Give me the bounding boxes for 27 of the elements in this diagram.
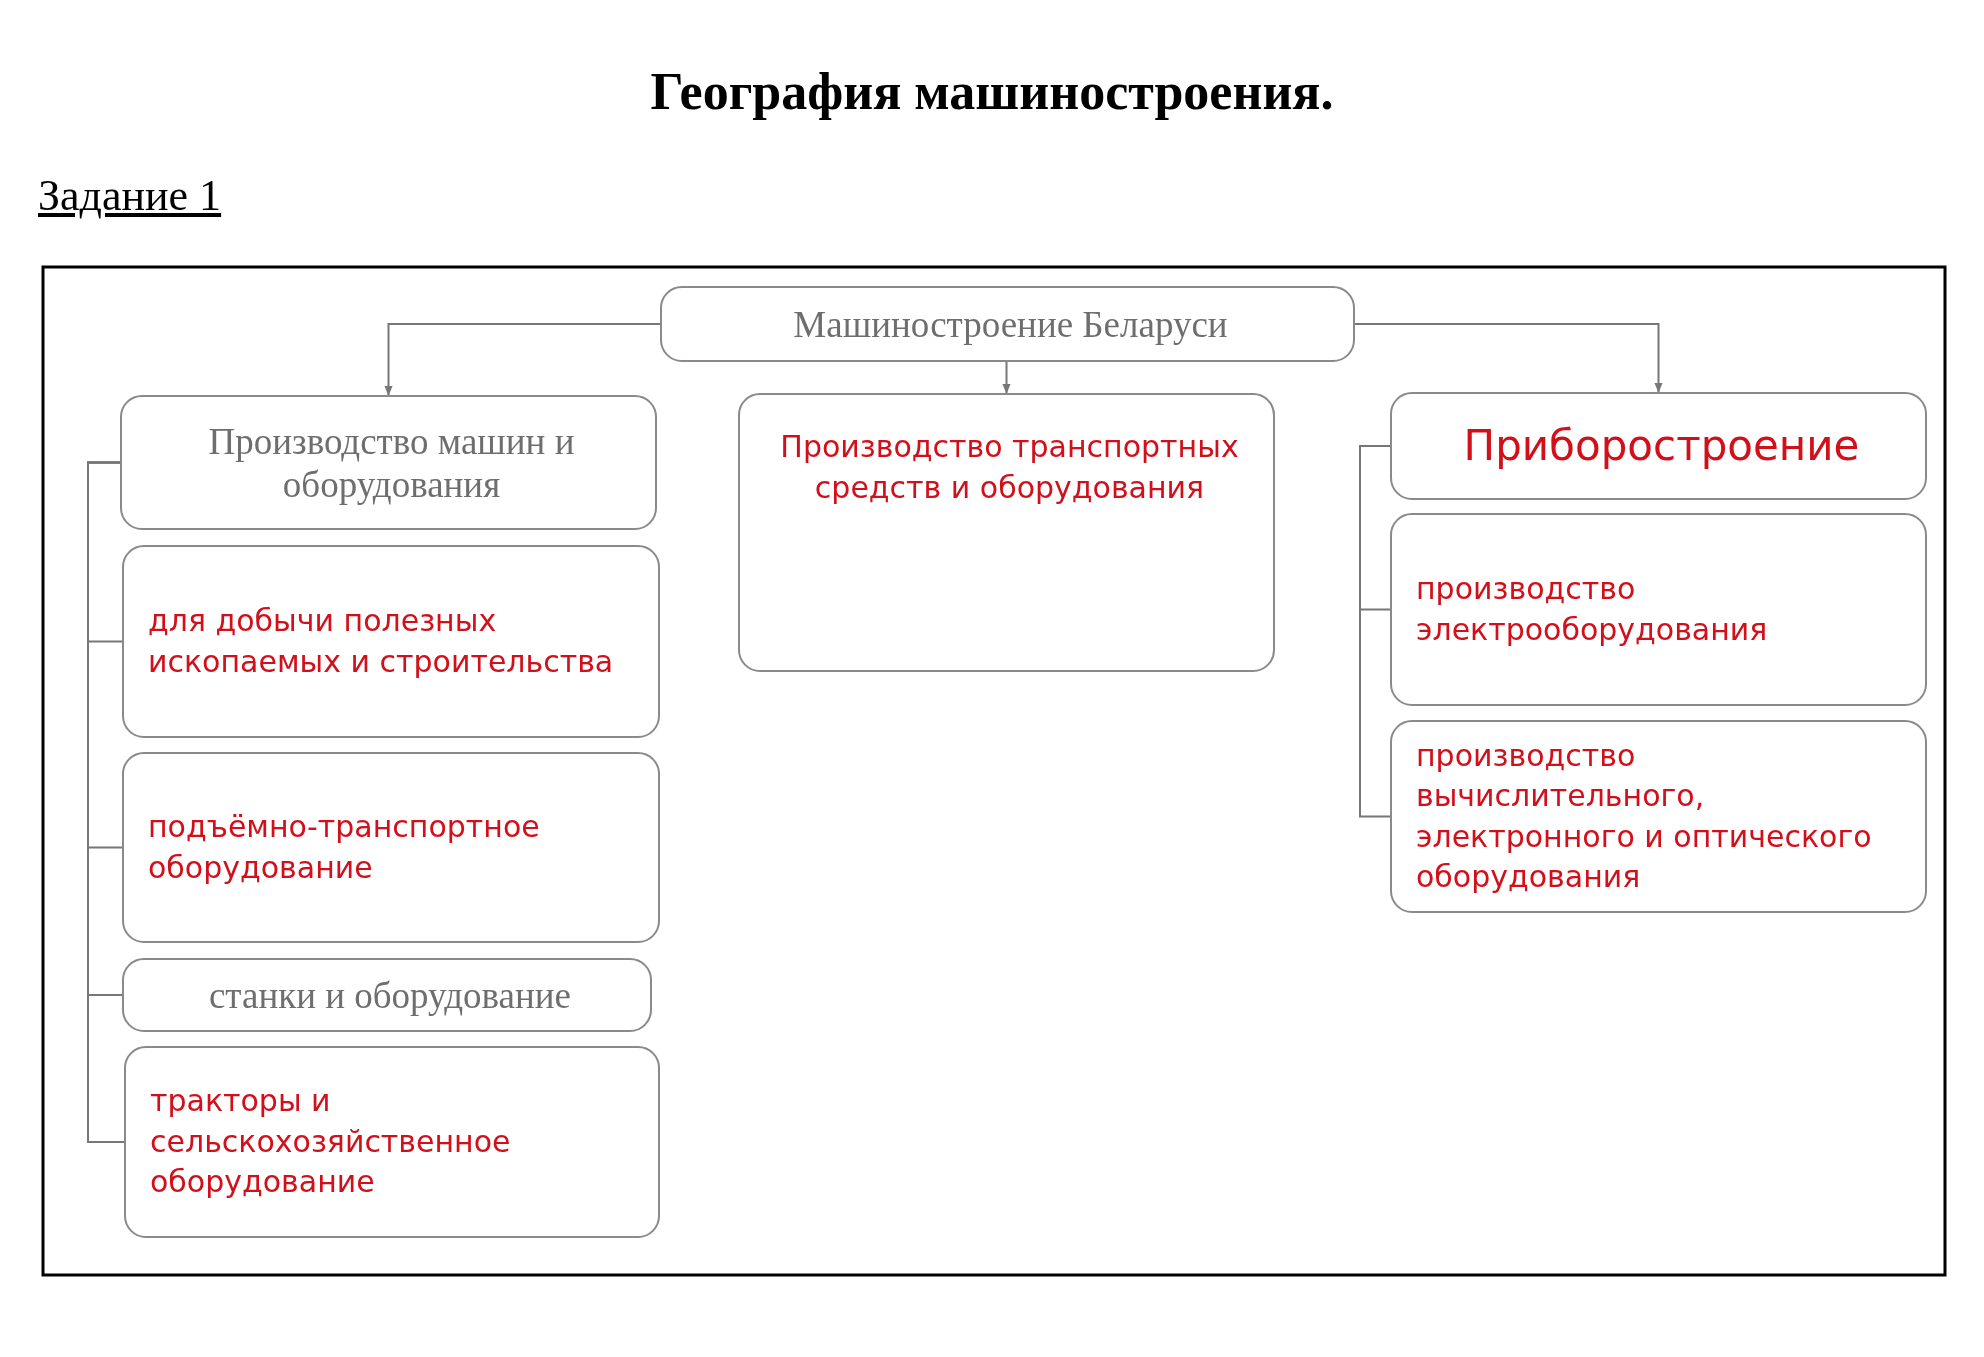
box-text: Производство транспортных средств и оборудования — [779, 428, 1240, 507]
category-box — [1390, 392, 1927, 500]
title: География машиностроения. — [649, 62, 1335, 121]
task-heading: Задание 1 — [38, 170, 222, 221]
category-box — [122, 545, 660, 738]
box-text: подъёмно-транспортное оборудование — [148, 808, 541, 887]
box-text: для добычи полезных ископаемых и строительства — [148, 602, 615, 681]
connector-line — [1359, 445, 1391, 818]
category-box — [660, 286, 1355, 362]
connector-line — [87, 461, 125, 1143]
category-box — [1390, 513, 1927, 706]
box-text: производство вычислительного, электронного и оптического оборудования — [1416, 736, 1873, 896]
category-box — [122, 958, 652, 1032]
category-box — [120, 395, 657, 530]
box-text: Производство машин и оборудования — [207, 419, 576, 506]
category-box — [124, 1046, 660, 1238]
box-text: производство электрооборудования — [1416, 570, 1769, 649]
arrow — [384, 323, 661, 396]
box-text: Приборостроение — [1463, 419, 1860, 472]
box-text: станки и оборудование — [207, 973, 573, 1017]
category-box — [122, 752, 660, 943]
arrow — [1002, 361, 1011, 394]
arrow — [1354, 323, 1663, 393]
category-box — [1390, 720, 1927, 913]
box-text: тракторы и сельскохозяйственное оборудование — [150, 1082, 512, 1202]
box-text: Машиностроение Беларуси — [792, 302, 1229, 346]
category-box — [738, 393, 1275, 672]
